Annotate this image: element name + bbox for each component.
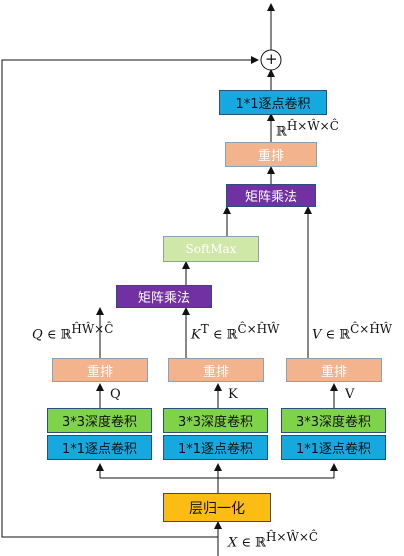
add-symbol: + — [265, 50, 278, 68]
k-branch-label: K — [228, 387, 238, 402]
q-reshape-block: 重排 — [52, 358, 148, 382]
input-dim-label: X ∈ ℝĤ×Ŵ×Ĉ — [228, 530, 319, 551]
v-branch-label: V — [345, 387, 355, 402]
add-circle — [260, 49, 282, 71]
residual-skip-arrow — [1, 56, 259, 538]
k-dim-label: KT ∈ ℝĈ×ĤŴ — [191, 322, 280, 343]
softmax-block: SoftMax — [163, 236, 259, 262]
v-reshape-block: 重排 — [286, 358, 382, 382]
k-pointwise-conv-block: 1*1逐点卷积 — [163, 435, 268, 460]
q-dim-label: Q ∈ ℝĤŴ×Ĉ — [32, 322, 114, 343]
qk-matmul-block: 矩阵乘法 — [116, 285, 212, 308]
v-dim-label: V ∈ ℝĈ×ĤŴ — [312, 322, 393, 343]
v-depthwise-conv-block: 3*3深度卷积 — [281, 408, 386, 433]
top-reshape-block: 重排 — [225, 142, 317, 167]
top-dim-label: ℝĤ×Ŵ×Ĉ — [276, 119, 339, 140]
top-matmul-block: 矩阵乘法 — [226, 184, 316, 207]
layer-norm-block: 层归一化 — [163, 493, 271, 522]
v-pointwise-conv-block: 1*1逐点卷积 — [281, 435, 386, 460]
q-pointwise-conv-block: 1*1逐点卷积 — [47, 435, 152, 460]
k-depthwise-conv-block: 3*3深度卷积 — [163, 408, 268, 433]
q-branch-label: Q — [110, 387, 121, 402]
q-depthwise-conv-block: 3*3深度卷积 — [47, 408, 152, 433]
k-reshape-block: 重排 — [168, 358, 264, 382]
output-pointwise-conv-block: 1*1逐点卷积 — [219, 90, 327, 115]
